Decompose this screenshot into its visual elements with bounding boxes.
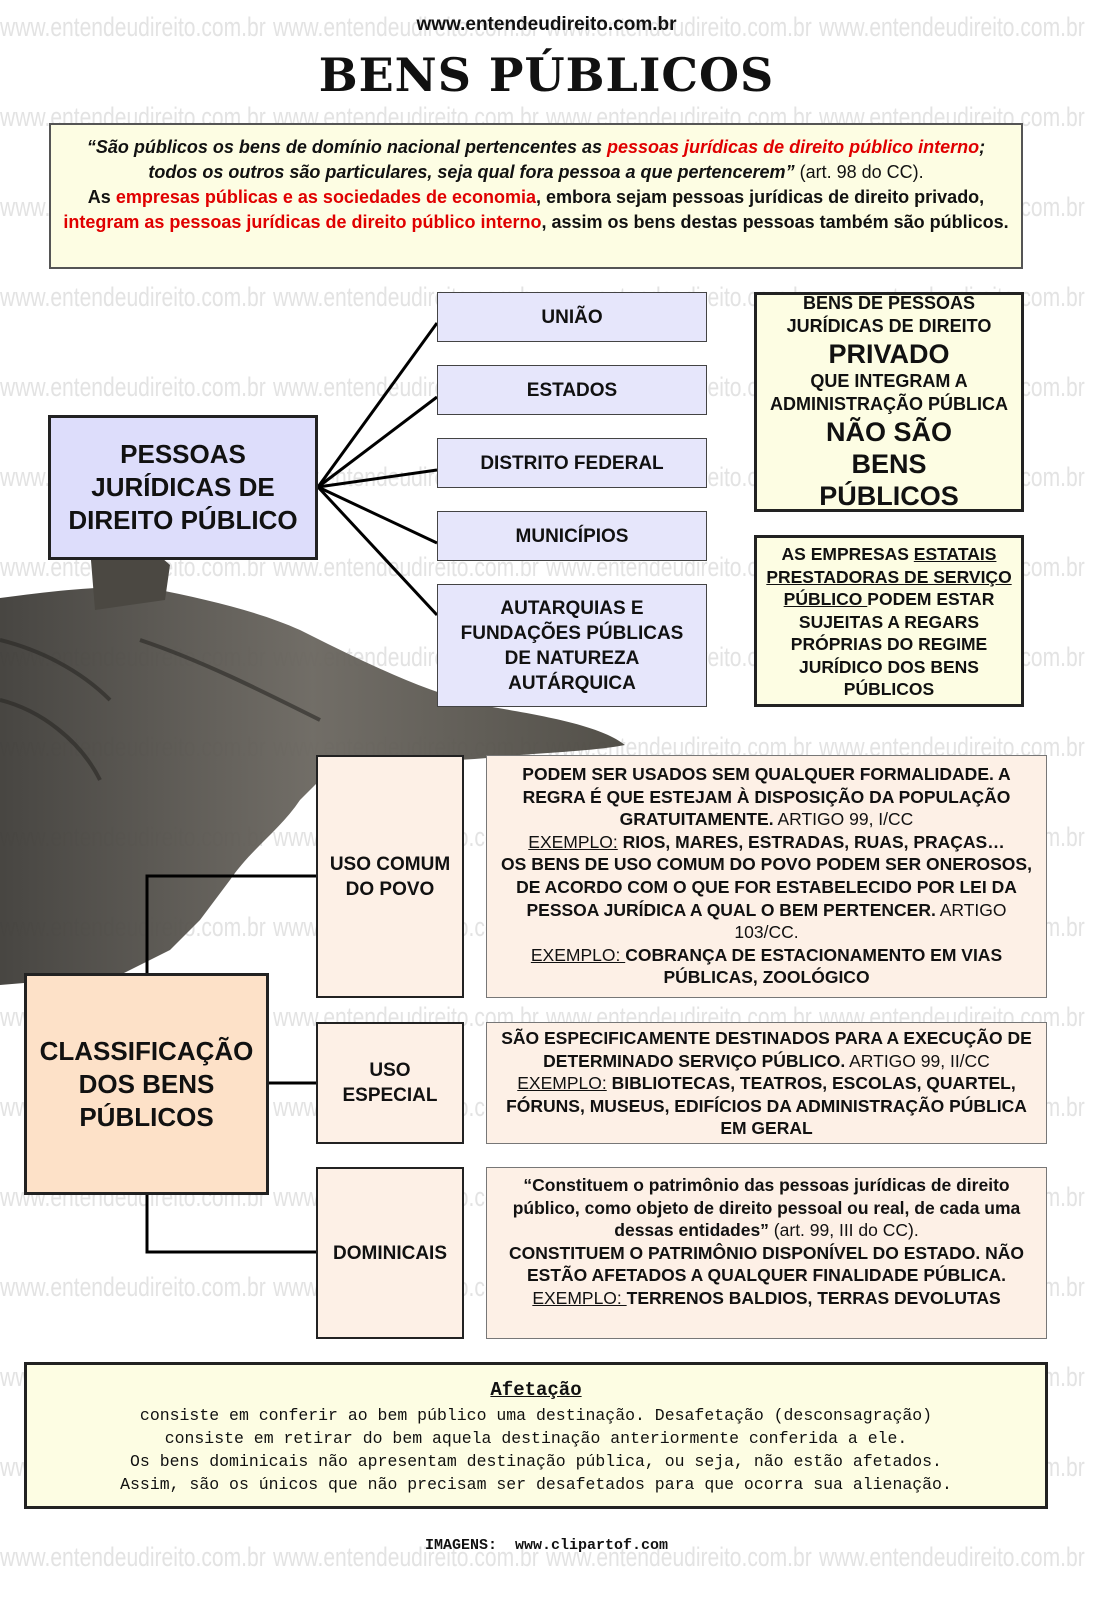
- afetacao-line-3: Os bens dominicais não apresentam destin…: [130, 1452, 942, 1471]
- desc-text: “Constituem o patrimônio das pessoas jur…: [512, 1175, 1021, 1241]
- intro-text: , assim os bens destas pessoas também sã…: [541, 212, 1009, 232]
- privado-line-2: PRIVADO: [828, 339, 950, 369]
- privado-line-3: QUE INTEGRAM A ADMINISTRAÇÃO PÚBLICA: [770, 371, 1008, 414]
- category-uso-especial: USO ESPECIAL: [316, 1022, 464, 1144]
- desc-text: SÃO ESPECIFICAMENTE DESTINADOS PARA A EX…: [501, 1028, 1032, 1071]
- intro-text: , embora sejam pessoas jurídicas de dire…: [536, 187, 985, 207]
- privado-line-4: NÃO SÃO BENS PÚBLICOS: [819, 417, 959, 511]
- desc-uso-comum: PODEM SER USADOS SEM QUALQUER FORMALIDAD…: [486, 755, 1047, 998]
- desc-text: PODEM SER USADOS SEM QUALQUER FORMALIDAD…: [522, 764, 1011, 830]
- desc-dominicais: “Constituem o patrimônio das pessoas jur…: [486, 1167, 1047, 1339]
- desc-uso-especial: SÃO ESPECIFICAMENTE DESTINADOS PARA A EX…: [486, 1022, 1047, 1144]
- example-label: EXEMPLO:: [530, 944, 626, 965]
- classificacao-box: CLASSIFICAÇÃO DOS BENS PÚBLICOS: [24, 973, 269, 1195]
- estatais-text: PODEM ESTAR SUJEITAS A REGARS PRÓPRIAS D…: [790, 589, 995, 699]
- intro-text: ; todos os outros são particulares, seja…: [148, 137, 986, 182]
- afetacao-box: Afetação consiste em conferir ao bem púb…: [24, 1362, 1048, 1509]
- pj-item-estados: ESTADOS: [437, 365, 707, 415]
- example-text: BIBLIOTECAS, TEATROS, ESCOLAS, QUARTEL, …: [506, 1073, 1027, 1139]
- example-text: RIOS, MARES, ESTRADAS, RUAS, PRAÇAS…: [617, 831, 1005, 852]
- privado-line-1: BENS DE PESSOAS JURÍDICAS DE DIREITO: [786, 293, 992, 336]
- pj-item-municipios: MUNICÍPIOS: [437, 511, 707, 561]
- desc-reference: ARTIGO 99, II/CC: [845, 1050, 990, 1071]
- intro-quote-box: “São públicos os bens de domínio naciona…: [49, 123, 1023, 269]
- afetacao-title: Afetação: [490, 1379, 582, 1401]
- example-text: COBRANÇA DE ESTACIONAMENTO EM VIAS PÚBLI…: [625, 944, 1003, 988]
- estatais-note-box: AS EMPRESAS ESTATAIS PRESTADORAS DE SERV…: [754, 535, 1024, 707]
- example-label: EXEMPLO:: [532, 1287, 627, 1308]
- site-url: www.entendeudireito.com.br: [416, 14, 677, 35]
- image-credit: IMAGENS: www.clipartof.com: [424, 1537, 669, 1554]
- intro-text: As: [87, 187, 116, 207]
- category-dominicais: DOMINICAIS: [316, 1167, 464, 1339]
- category-uso-comum: USO COMUM DO POVO: [316, 755, 464, 998]
- pj-item-distrito-federal: DISTRITO FEDERAL: [437, 438, 707, 488]
- estatais-text: AS EMPRESAS: [781, 544, 914, 564]
- privado-note-box: BENS DE PESSOAS JURÍDICAS DE DIREITO PRI…: [754, 292, 1024, 512]
- intro-text: “São públicos os bens de domínio naciona…: [86, 137, 608, 157]
- intro-reference: (art. 98 do CC).: [794, 162, 924, 182]
- desc-text: CONSTITUEM O PATRIMÔNIO DISPONÍVEL DO ES…: [509, 1242, 1024, 1286]
- intro-highlight: integram as pessoas jurídicas de direito…: [63, 212, 542, 232]
- intro-highlight: empresas públicas e as sociedades de eco…: [115, 187, 537, 207]
- example-label: EXEMPLO:: [517, 1073, 607, 1094]
- estatais-underlined: ESTATAIS PRESTADORAS DE SERVIÇO PÚBLICO: [766, 544, 1012, 609]
- desc-reference: (art. 99, III do CC).: [768, 1220, 919, 1241]
- example-label: EXEMPLO:: [528, 831, 618, 852]
- desc-reference: ARTIGO 103/CC.: [734, 899, 1007, 943]
- desc-reference: ARTIGO 99, I/CC: [773, 809, 914, 830]
- afetacao-line-1: consiste em conferir ao bem público uma …: [139, 1406, 933, 1425]
- desc-text: OS BENS DE USO COMUM DO POVO PODEM SER O…: [501, 854, 1032, 920]
- intro-highlight: pessoas jurídicas de direito público int…: [607, 137, 980, 157]
- page-title: BENS PÚBLICOS: [318, 48, 775, 102]
- pj-item-autarquias: AUTARQUIAS E FUNDAÇÕES PÚBLICAS DE NATUR…: [437, 584, 707, 707]
- afetacao-line-2: consiste em retirar do bem aquela destin…: [164, 1429, 908, 1448]
- pj-item-uniao: UNIÃO: [437, 292, 707, 342]
- example-text: TERRENOS BALDIOS, TERRAS DEVOLUTAS: [626, 1287, 1001, 1308]
- afetacao-line-4: Assim, são os únicos que não precisam se…: [120, 1475, 952, 1494]
- pessoas-juridicas-box: PESSOAS JURÍDICAS DE DIREITO PÚBLICO: [48, 415, 318, 560]
